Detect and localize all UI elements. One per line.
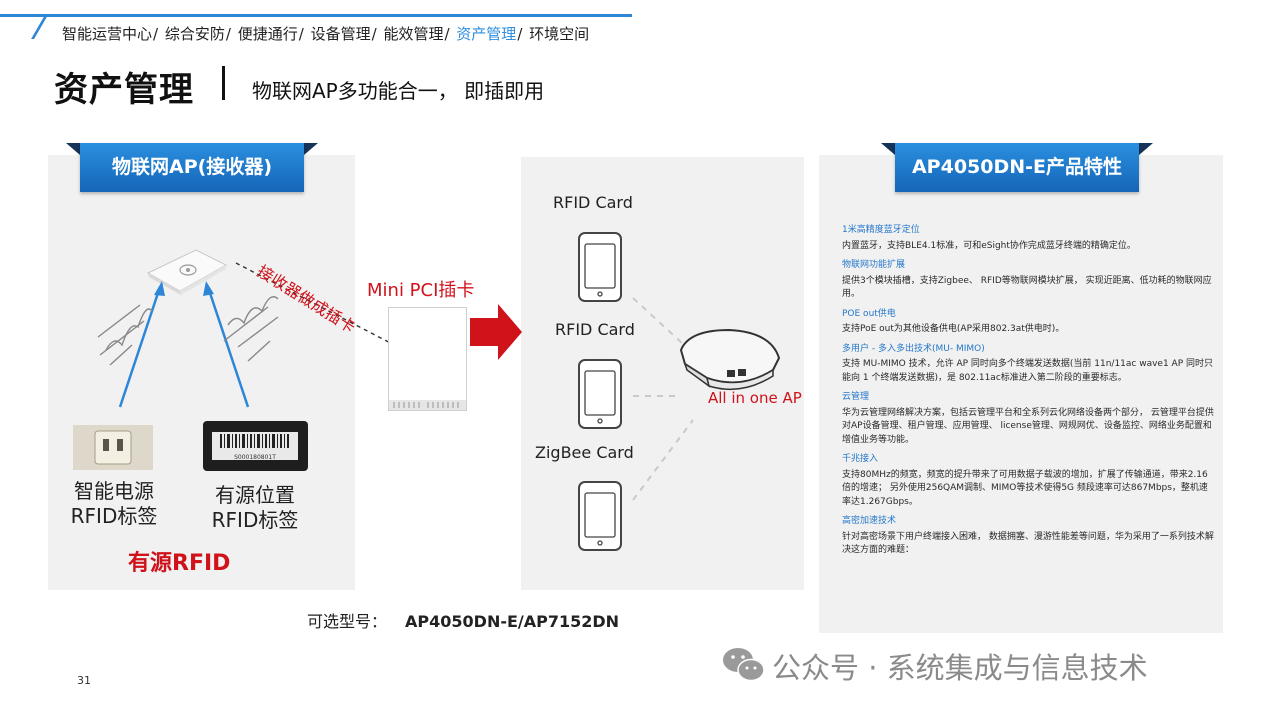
breadcrumb: 智能运营中心/ 综合安防/ 便捷通行/ 设备管理/ 能效管理/ 资产管理/ 环境… — [62, 25, 590, 43]
tag-label-line: 有源位置 — [215, 483, 295, 507]
wechat-icon — [723, 648, 765, 682]
feature-item: 千兆接入 支持80MHz的频宽，频宽的提升带来了可用数据子载波的增加，扩展了传输… — [842, 453, 1214, 509]
feature-body: 支持PoE out为其他设备供电(AP采用802.3at供电时)。 — [842, 324, 1065, 334]
iot-ap-ribbon: 物联网AP(接收器) — [80, 143, 304, 192]
ap-device-icon — [146, 249, 228, 295]
card-label: RFID Card — [555, 320, 635, 339]
feature-title: 多用户 - 多入多出技术(MU- MIMO) — [842, 343, 985, 354]
ribbon-fold — [304, 143, 318, 155]
tag-label-line: 智能电源 — [74, 479, 154, 503]
feature-list: 1米高精度蓝牙定位 内置蓝牙，支持BLE4.1标准，可和eSight协作完成蓝牙… — [842, 224, 1214, 564]
breadcrumb-item[interactable]: 环境空间 — [529, 25, 590, 43]
wireless-signal-icon — [97, 296, 279, 366]
feature-title: 千兆接入 — [842, 454, 879, 464]
feature-body: 华为云管理网络解决方案，包括云管理平台和全系列云化网络设备两个部分， 云管理平台… — [842, 407, 1214, 445]
signal-arrow — [206, 286, 250, 408]
breadcrumb-item-active[interactable]: 资产管理 — [456, 25, 517, 43]
active-position-rfid-label: 有源位置 RFID标签 — [201, 483, 309, 533]
feature-title: 高密加速技术 — [842, 516, 897, 526]
ribbon-fold — [66, 143, 80, 155]
feature-title: 1米高精度蓝牙定位 — [842, 225, 920, 235]
all-in-one-ap-label: All in one AP — [708, 389, 802, 407]
mini-pci-label: Mini PCI插卡 — [367, 280, 475, 301]
signal-arrow — [118, 286, 162, 408]
smart-power-rfid-label: 智能电源 RFID标签 — [64, 479, 164, 529]
model-line: 可选型号： AP4050DN-E/AP7152DN — [307, 608, 619, 632]
phone-card-icon — [578, 232, 622, 551]
breadcrumb-item[interactable]: 综合安防 — [164, 25, 225, 43]
feature-body: 提供3个模块插槽，支持Zigbee、 RFID等物联网模块扩展， 实现近距离、低… — [842, 275, 1212, 300]
breadcrumb-item[interactable]: 智能运营中心 — [62, 25, 153, 43]
feature-body: 支持80MHz的频宽，频宽的提升带来了可用数据子载波的增加，扩展了传输通道，带来… — [842, 469, 1208, 507]
tag-label-line: RFID标签 — [211, 508, 299, 532]
right-arrow-icon — [470, 304, 522, 360]
model-value: AP4050DN-E/AP7152DN — [405, 612, 620, 631]
barcode-text: S000180801T — [234, 454, 276, 461]
ribbon-fold — [881, 143, 895, 155]
feature-item: 高密加速技术 针对高密场景下用户终端接入困难， 数据拥塞、漫游性能差等问题，华为… — [842, 515, 1214, 558]
header-rule — [0, 14, 632, 17]
iot-ap-panel — [48, 155, 355, 590]
feature-title: 物联网功能扩展 — [842, 260, 906, 270]
features-ribbon: AP4050DN-E产品特性 — [895, 143, 1139, 192]
breadcrumb-item[interactable]: 便捷通行 — [237, 25, 298, 43]
feature-item: 多用户 - 多入多出技术(MU- MIMO) 支持 MU-MIMO 技术，允许 … — [842, 343, 1214, 386]
model-label: 可选型号： — [307, 612, 388, 631]
card-diagram-graphic — [578, 232, 781, 551]
ribbon-fold — [1139, 143, 1153, 155]
header-rule-slant — [31, 15, 48, 39]
feature-body: 内置蓝牙，支持BLE4.1标准，可和eSight协作完成蓝牙终端的精确定位。 — [842, 240, 1136, 251]
breadcrumb-item[interactable]: 设备管理 — [310, 25, 371, 43]
title-divider — [222, 66, 225, 100]
feature-item: 物联网功能扩展 提供3个模块插槽，支持Zigbee、 RFID等物联网模块扩展，… — [842, 259, 1214, 302]
breadcrumb-item[interactable]: 能效管理 — [383, 25, 444, 43]
page-subtitle: 物联网AP多功能合一， 即插即用 — [252, 79, 545, 103]
feature-item: POE out供电 支持PoE out为其他设备供电(AP采用802.3at供电… — [842, 308, 1214, 337]
smart-power-tag-image — [73, 425, 153, 470]
all-in-one-ap-icon — [679, 328, 781, 391]
feature-item: 云管理 华为云管理网络解决方案，包括云管理平台和全系列云化网络设备两个部分， 云… — [842, 391, 1214, 447]
card-label: ZigBee Card — [535, 443, 634, 462]
feature-title: 云管理 — [842, 392, 870, 402]
feature-body: 支持 MU-MIMO 技术，允许 AP 同时向多个终端发送数据(当前 11n/1… — [842, 359, 1214, 383]
page-number: 31 — [77, 674, 91, 687]
mini-pci-card-image — [388, 307, 467, 411]
barcode-label: S000180801T — [212, 432, 298, 461]
features-panel — [819, 155, 1223, 633]
active-rfid-label: 有源RFID — [128, 551, 231, 576]
page-title: 资产管理 — [54, 70, 194, 110]
watermark-text: 公众号 · 系统集成与信息技术 — [772, 651, 1148, 685]
feature-body: 针对高密场景下用户终端接入困难， 数据拥塞、漫游性能差等问题，华为采用了一系列技… — [842, 531, 1214, 556]
tag-label-line: RFID标签 — [70, 504, 158, 528]
card-label: RFID Card — [553, 193, 633, 212]
feature-title: POE out供电 — [842, 308, 896, 319]
feature-item: 1米高精度蓝牙定位 内置蓝牙，支持BLE4.1标准，可和eSight协作完成蓝牙… — [842, 224, 1214, 253]
